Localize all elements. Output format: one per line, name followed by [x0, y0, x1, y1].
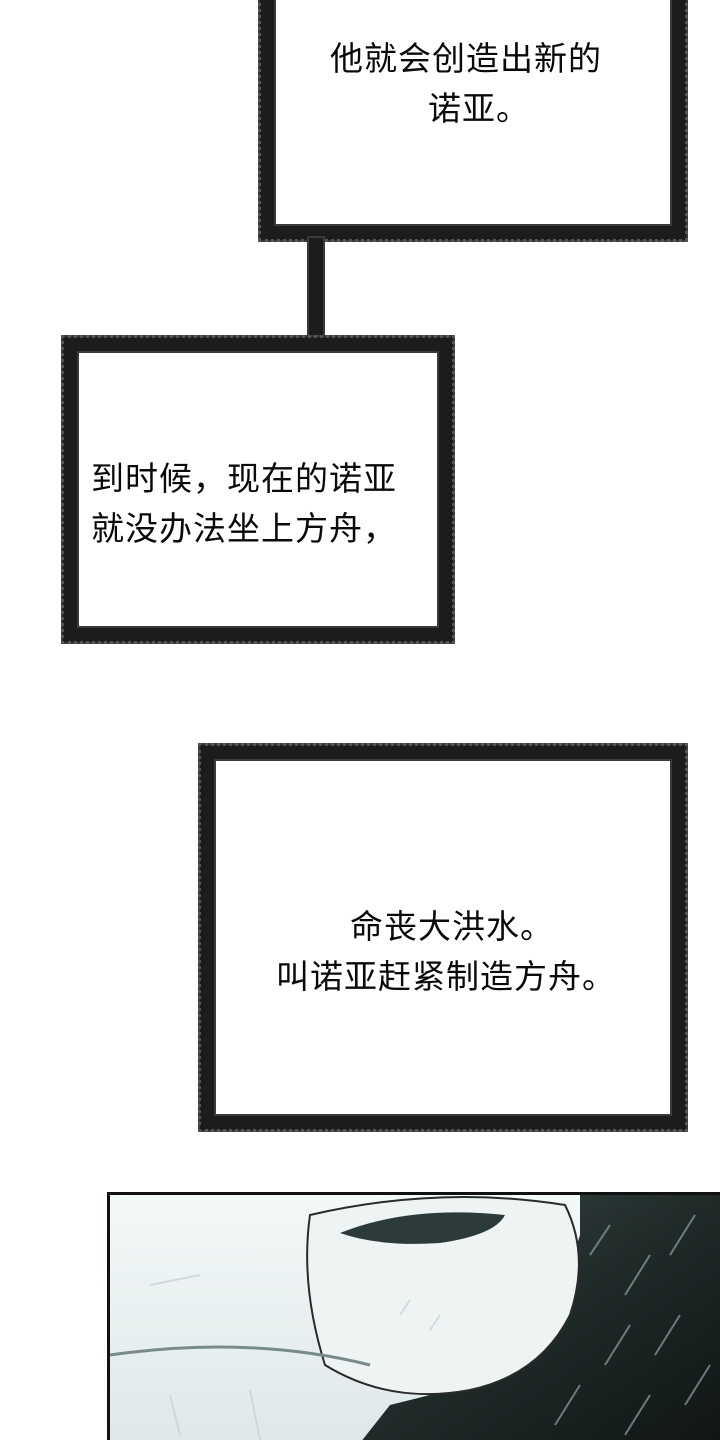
- caption-1-line-2: 诺亚。: [428, 89, 530, 128]
- artwork-illustration: [110, 1195, 720, 1440]
- caption-2-line-1: 到时候，现在的诺亚: [91, 459, 397, 498]
- caption-3-line-2: 叫诺亚赶紧制造方舟。: [276, 957, 616, 996]
- caption-box-3: 命丧大洪水。 叫诺亚赶紧制造方舟。: [198, 743, 688, 1132]
- caption-box-1: 他就会创造出新的 诺亚。: [258, 0, 688, 242]
- artwork-panel: [107, 1192, 720, 1440]
- caption-2-line-2: 就没办法坐上方舟，: [91, 509, 397, 548]
- caption-connector: [309, 238, 323, 340]
- caption-box-2: 到时候，现在的诺亚 就没办法坐上方舟，: [61, 335, 455, 644]
- caption-3-line-1: 命丧大洪水。: [350, 907, 554, 946]
- caption-1-line-1: 他就会创造出新的: [330, 39, 602, 78]
